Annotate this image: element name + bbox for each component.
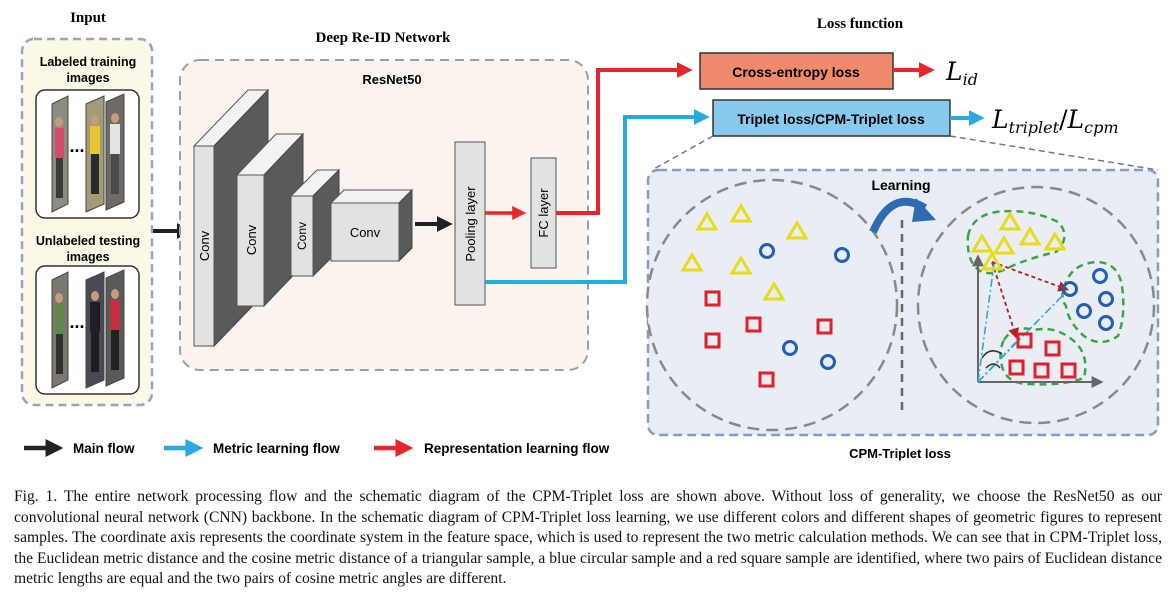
unlabeled-images-label-line1: Unlabeled testing [36,234,140,248]
labeled-images-label-line1: Labeled training [40,55,137,69]
cross-entropy-box [699,52,894,90]
conv-1-label: Conv [197,230,212,261]
network-title: Deep Re-ID Network [316,30,452,46]
input-title: Input [70,10,106,26]
learning-arrowhead [912,198,936,222]
conv-4-label: Conv [350,225,381,240]
before-samples [680,203,850,388]
legend-metric-label: Metric learning flow [213,441,340,456]
cpm-panel-title: CPM-Triplet loss [849,446,951,461]
unlabeled-images-label-line2: images [66,250,109,264]
triangle-cluster [966,209,1066,275]
conv-block-4 [329,188,414,263]
conv-2-label: Conv [244,224,259,255]
loss-title: Loss function [817,16,904,32]
figure-caption: Fig. 1. The entire network processing fl… [14,488,1162,588]
conv-3-label: Conv [295,222,309,250]
zoom-connector-right [949,135,1159,171]
pooling-layer [454,141,486,306]
after-samples [970,211,1114,379]
unlabeled-ellipsis: ... [69,312,84,332]
triplet-label: Triplet loss/CPM-Triplet loss [737,111,925,127]
cross-entropy-label: Cross-entropy loss [732,64,860,80]
metric-lines [977,261,1070,383]
representation-flow-arrow-loss [556,62,693,215]
feature-space-before [645,178,899,432]
ltriplet-lcpm-symbol: Ltriplet/Lcpm [991,105,1118,137]
learning-label: Learning [871,177,930,193]
backbone-label: ResNet50 [362,72,421,87]
unlabeled-images-stack [35,265,140,395]
legend-main-label: Main flow [73,441,135,456]
legend-representation-label: Representation learning flow [424,441,610,456]
labeled-images-label-line2: images [66,71,109,85]
feature-space-after [916,185,1156,425]
network-diagram: Input Labeled training images ... Unlabe… [20,10,1160,461]
circle-cluster [1061,260,1125,344]
zoom-connector-left [651,135,714,171]
fc-layer [530,157,557,269]
labeled-images-stack [35,89,140,219]
labeled-ellipsis: ... [69,136,84,156]
fc-layer-label: FC layer [536,188,551,238]
square-cluster [999,327,1087,386]
pooling-layer-label: Pooling layer [463,186,478,262]
lid-symbol: Lid [945,57,978,89]
metric-flow-arrow-loss [485,109,710,284]
legend: Main flow Metric learning flow Represent… [24,439,610,457]
